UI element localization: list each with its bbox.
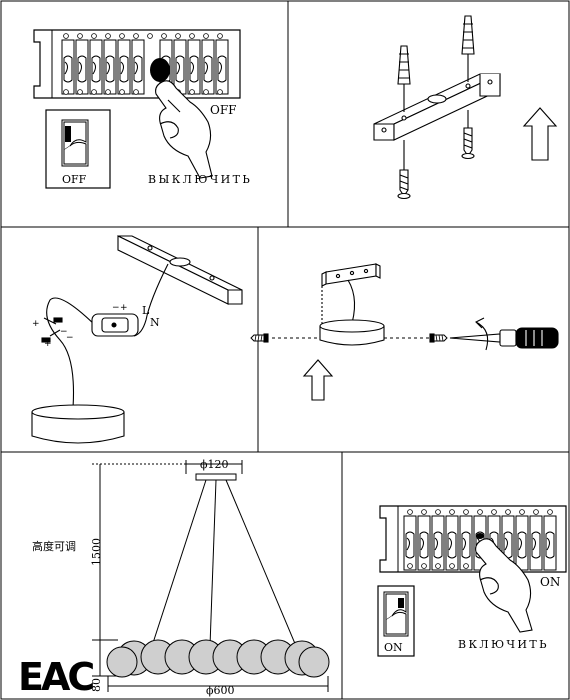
- lamp-cable: [46, 297, 101, 421]
- on-label: ON: [540, 575, 560, 589]
- breaker-on-terminals-top: [407, 509, 553, 515]
- drop-height-label: 1500: [90, 538, 103, 566]
- terminal-block: [91, 313, 139, 337]
- rotate-arrow-icon: [475, 317, 489, 351]
- ring-diameter-label: ϕ600: [206, 684, 235, 697]
- eac-certification-mark: EAC: [18, 655, 93, 699]
- wall-plug-right: [461, 15, 475, 82]
- panel-bracket-mount: [373, 15, 558, 200]
- screw-right: [461, 110, 475, 160]
- breaker-panel-on: [379, 505, 567, 573]
- wall-plug-left: [397, 45, 411, 112]
- arrow-up-icon-lamp: [302, 359, 334, 401]
- lamp-ring-medium: [319, 319, 385, 346]
- power-on-caption: ВКЛЮЧИТЬ: [458, 638, 549, 651]
- off-label: OFF: [210, 103, 237, 117]
- screw-left: [397, 140, 411, 200]
- ring-height-label: 80: [90, 678, 103, 692]
- screwdriver-icon: [449, 327, 559, 349]
- height-adjustable-note: 高度可调: [32, 539, 76, 553]
- svg-text:−: −: [112, 303, 120, 313]
- canopy: [195, 473, 237, 481]
- switch-off-box: OFF: [45, 109, 111, 189]
- ceiling-bracket: [117, 235, 243, 305]
- panel-wiring: ++ −− −+: [31, 235, 243, 444]
- switch-off-label: OFF: [62, 173, 87, 186]
- canopy-bracket: [321, 263, 381, 287]
- wire-ends: [41, 317, 63, 343]
- neutral-wire-label: N: [150, 316, 160, 329]
- polarity-marks: ++ −− −+: [32, 303, 128, 349]
- breaker-terminals-top: [63, 33, 223, 39]
- side-screw-right: [429, 333, 448, 343]
- arrow-up-icon: [522, 107, 558, 161]
- svg-text:−: −: [60, 327, 68, 337]
- panel-power-on: ON ON ВКЛЮЧИТЬ: [377, 505, 567, 657]
- panel-attach-lamp: [250, 263, 559, 401]
- switch-on-label: ON: [384, 641, 403, 654]
- ball-ring: [106, 639, 330, 678]
- supply-cable: [133, 263, 169, 337]
- svg-text:−: −: [66, 333, 74, 343]
- svg-text:+: +: [44, 339, 52, 349]
- side-screw-left: [250, 333, 269, 343]
- mounting-bracket: [373, 73, 501, 141]
- dimension-width: [107, 676, 329, 692]
- breaker-panel-off: [33, 29, 241, 99]
- panel-dimensions: [92, 460, 330, 692]
- live-wire-label: L: [142, 304, 150, 317]
- dimension-top: [185, 460, 243, 474]
- svg-text:+: +: [120, 303, 128, 313]
- power-off-caption: ВЫКЛЮЧИТЬ: [148, 173, 252, 186]
- panel-power-off: OFF OFF ВЫКЛЮЧИТЬ: [33, 29, 252, 189]
- switch-on-box: ON: [377, 585, 415, 657]
- dimension-height: [92, 463, 196, 677]
- top-diameter-label: ϕ120: [200, 458, 229, 471]
- suspension-wires: [151, 479, 297, 647]
- lamp-ring-small: [31, 404, 125, 444]
- breaker-on-terminals-bottom: [407, 563, 469, 569]
- hand-pressing-on: [475, 538, 533, 633]
- svg-text:+: +: [32, 319, 40, 329]
- hand-pressing-off: [155, 80, 213, 179]
